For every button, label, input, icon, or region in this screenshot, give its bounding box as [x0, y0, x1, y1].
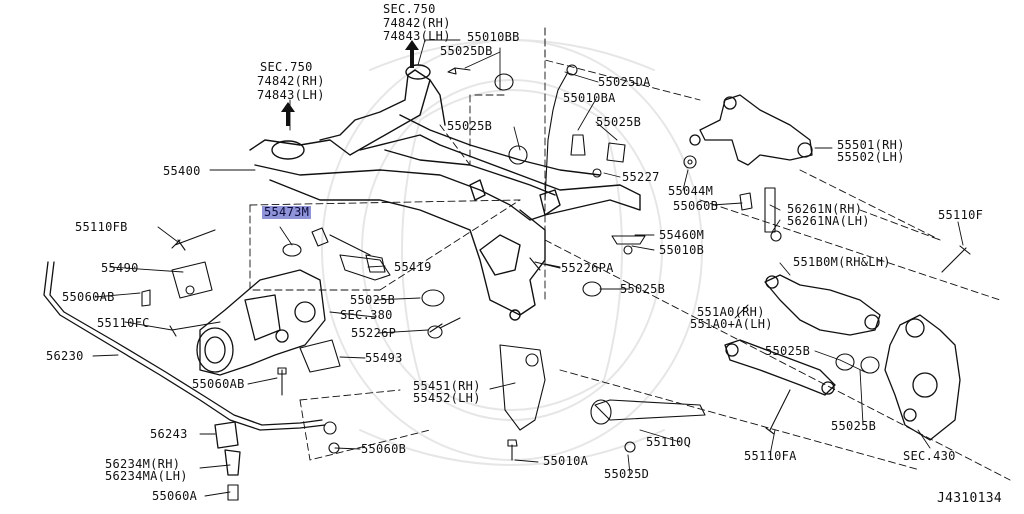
part-55452[interactable]: 55452(LH) — [413, 391, 481, 405]
part-55025b-3[interactable]: 55025B — [350, 293, 396, 307]
part-55010ba[interactable]: 55010BA — [563, 91, 616, 105]
ref-sec430[interactable]: SEC.430 — [903, 449, 956, 463]
part-551b0m[interactable]: 551B0M(RH&LH) — [793, 255, 891, 269]
part-55025b-5[interactable]: 55025B — [765, 344, 811, 358]
part-55044m[interactable]: 55044M — [668, 184, 714, 198]
part-55493[interactable]: 55493 — [365, 351, 403, 365]
rear-suspension-member — [249, 64, 641, 321]
arrow-up-icon — [281, 40, 419, 126]
part-55110f[interactable]: 55110F — [938, 208, 984, 222]
part-55490[interactable]: 55490 — [101, 261, 139, 275]
part-55226p[interactable]: 55226P — [351, 326, 397, 340]
part-55501[interactable]: 55501(RH) — [837, 138, 905, 152]
part-55025b-1[interactable]: 55025B — [447, 119, 493, 133]
part-56261n[interactable]: 56261N(RH) — [787, 202, 863, 216]
link-bracket — [339, 254, 391, 281]
part-551a0a[interactable]: 551A0+A(LH) — [690, 317, 773, 331]
part-55502[interactable]: 55502(LH) — [837, 150, 905, 164]
ref-74843-lh-left[interactable]: 74843(LH) — [257, 88, 325, 102]
part-55010b[interactable]: 55010B — [659, 243, 705, 257]
part-55460m[interactable]: 55460M — [659, 228, 705, 242]
part-55025d[interactable]: 55025D — [604, 467, 650, 481]
part-55060b-2[interactable]: 55060B — [361, 442, 407, 456]
lower-link-arm — [764, 274, 881, 336]
part-55025b-6[interactable]: 55025B — [831, 419, 877, 433]
part-55010a[interactable]: 55010A — [543, 454, 589, 468]
part-56261na[interactable]: 56261NA(LH) — [787, 214, 870, 228]
part-56230[interactable]: 56230 — [46, 349, 84, 363]
part-56234ma[interactable]: 56234MA(LH) — [105, 469, 188, 483]
part-55227[interactable]: 55227 — [622, 170, 660, 184]
ref-sec750-left[interactable]: SEC.750 — [260, 60, 313, 74]
lower-link-551a0 — [724, 339, 836, 396]
watermark-emblem — [321, 39, 703, 466]
part-551a0[interactable]: 551A0(RH) — [697, 305, 765, 319]
ref-sec750-top[interactable]: SEC.750 — [383, 2, 436, 16]
part-55110fc[interactable]: 55110FC — [97, 316, 150, 330]
rear-differential — [196, 269, 326, 376]
part-55025db[interactable]: 55025DB — [440, 44, 493, 58]
part-55060b-1[interactable]: 55060B — [673, 199, 719, 213]
part-55226pa[interactable]: 55226PA — [561, 261, 614, 275]
ref-sec380[interactable]: SEC.380 — [340, 308, 393, 322]
part-55110fa[interactable]: 55110FA — [744, 449, 797, 463]
upper-link-arm — [689, 94, 813, 166]
axle-knuckle — [884, 314, 961, 441]
part-55025b-4[interactable]: 55025B — [620, 282, 666, 296]
part-55473m-highlighted[interactable]: 55473M — [262, 205, 312, 219]
part-55060ab-1[interactable]: 55060AB — [62, 290, 115, 304]
part-55025da[interactable]: 55025DA — [598, 75, 651, 89]
ref-74843-lh-top[interactable]: 74843(LH) — [383, 29, 451, 43]
part-55110fb[interactable]: 55110FB — [75, 220, 128, 234]
part-55110q[interactable]: 55110Q — [646, 435, 692, 449]
diagram-id: J4310134 — [937, 491, 1003, 506]
part-55010bb[interactable]: 55010BB — [467, 30, 520, 44]
part-56243[interactable]: 56243 — [150, 427, 188, 441]
part-55400[interactable]: 55400 — [163, 164, 201, 178]
part-56234m[interactable]: 56234M(RH) — [105, 457, 181, 471]
stabilizer-bar — [43, 261, 326, 476]
part-55419[interactable]: 55419 — [394, 260, 432, 274]
fasteners — [141, 64, 971, 501]
part-55060ab-2[interactable]: 55060AB — [192, 377, 245, 391]
part-55060a[interactable]: 55060A — [152, 489, 198, 503]
ref-74842-rh-top[interactable]: 74842(RH) — [383, 16, 451, 30]
part-55025b-2[interactable]: 55025B — [596, 115, 642, 129]
ref-74842-rh-left[interactable]: 74842(RH) — [257, 74, 325, 88]
part-55451[interactable]: 55451(RH) — [413, 379, 481, 393]
dashed-leaders — [249, 27, 1011, 481]
